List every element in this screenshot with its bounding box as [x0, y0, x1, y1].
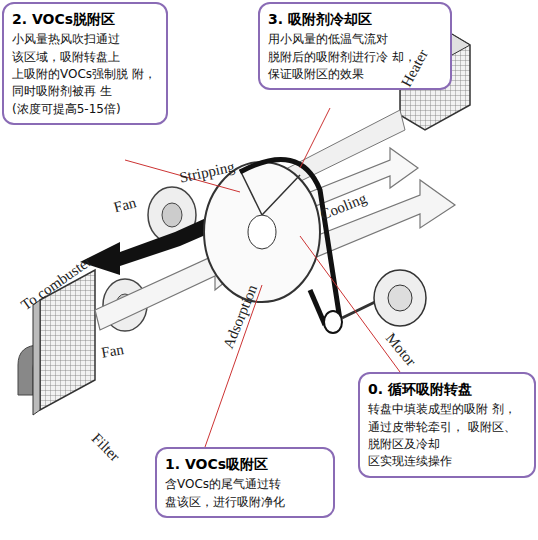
callout-heading: 1. VOCs吸附区: [165, 454, 325, 474]
callout-box: 2. VOCs脱附区小风量热风吹扫通过 该区域，吸附转盘上 上吸附的VOCs强制…: [2, 2, 168, 125]
part-label: Fan: [100, 341, 125, 362]
rotor-hub: [248, 215, 276, 249]
callout-box: 0. 循环吸附转盘转盘中填装成型的吸附 剂，通过皮带轮牵引， 吸附区、脱附区及冷…: [358, 372, 536, 478]
rotor-sector-line: [240, 170, 300, 215]
drive-belt: [310, 290, 325, 325]
fan-hub: [162, 203, 182, 227]
callout-heading: 0. 循环吸附转盘: [368, 379, 526, 399]
callout-box: 3. 吸附剂冷却区用小风量的低温气流对 脱附后的吸附剂进行冷 却，保证吸附区的效…: [258, 2, 452, 90]
callout-text: 转盘中填装成型的吸附 剂，通过皮带轮牵引， 吸附区、脱附区及冷却 区实现连续操作: [368, 401, 526, 471]
part-label: Filter: [88, 430, 123, 465]
part-label: Motor: [382, 330, 419, 370]
callout-text: 含VOCs的尾气通过转 盘该区，进行吸附净化: [165, 476, 325, 511]
callout-text: 小风量热风吹扫通过 该区域，吸附转盘上 上吸附的VOCs强制脱 附，同时吸附剂被…: [12, 31, 158, 118]
callout-heading: 3. 吸附剂冷却区: [268, 9, 442, 29]
part-label: Adsorption: [220, 282, 261, 351]
part-label: Fan: [112, 194, 138, 216]
leader-line: [300, 108, 330, 168]
motor-end: [388, 285, 412, 311]
callout-heading: 2. VOCs脱附区: [12, 9, 158, 29]
filter-frame: [33, 300, 40, 415]
adsorption-rotor: [204, 162, 320, 302]
pulley: [324, 311, 342, 333]
callout-box: 1. VOCs吸附区含VOCs的尾气通过转 盘该区，进行吸附净化: [155, 447, 335, 518]
leader-line: [300, 236, 400, 372]
motor-body: [374, 270, 426, 326]
